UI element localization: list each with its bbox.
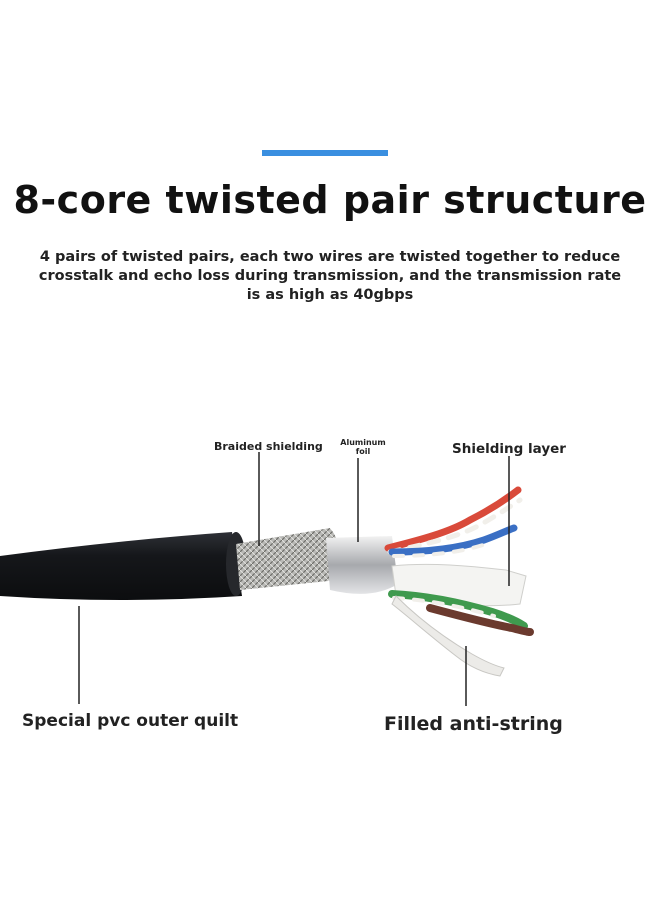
label-aluminum-foil-line1: Aluminum	[340, 438, 386, 447]
label-shielding-layer: Shielding layer	[452, 441, 566, 457]
braided-shield	[236, 528, 341, 590]
page-title: 8-core twisted pair structure	[13, 178, 647, 222]
page-subtitle: 4 pairs of twisted pairs, each two wires…	[20, 248, 640, 305]
twisted-pair-green	[388, 590, 528, 630]
label-aluminum-foil-line2: foil	[355, 447, 371, 456]
twisted-pair-blue	[388, 524, 518, 558]
label-special-pvc: Special pvc outer quilt	[22, 711, 239, 731]
label-braided-shielding: Braided shielding	[214, 440, 323, 453]
filled-anti-string	[391, 595, 505, 677]
subtitle-line-2: crosstalk and echo loss during transmiss…	[38, 268, 622, 284]
pvc-jacket	[0, 532, 242, 600]
accent-bar	[262, 150, 388, 156]
aluminum-foil	[326, 536, 398, 594]
label-aluminum-foil: Aluminum foil	[338, 438, 388, 456]
twisted-pair-red	[384, 486, 523, 555]
label-filled-anti-string: Filled anti-string	[384, 713, 563, 735]
subtitle-line-3: is as high as 40gbps	[246, 287, 414, 303]
subtitle-line-1: 4 pairs of twisted pairs, each two wires…	[39, 249, 621, 265]
twisted-pair-brown	[426, 604, 534, 636]
